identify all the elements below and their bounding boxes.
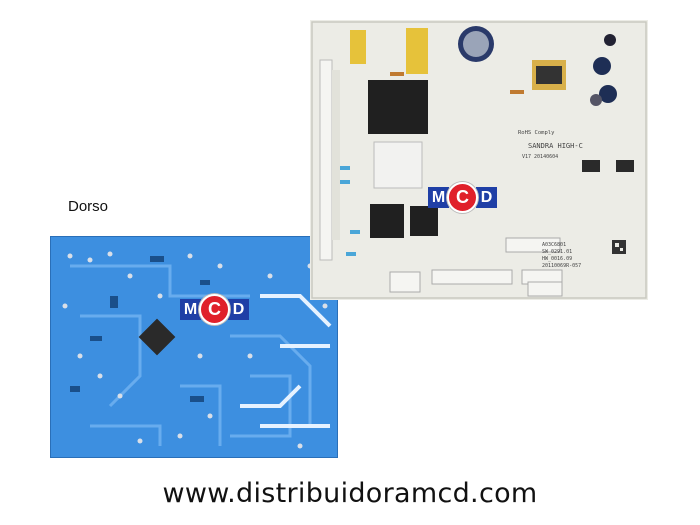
front-board-brand: SANDRA HIGH-C	[528, 142, 583, 150]
logo-letter-d: D	[228, 299, 249, 320]
mcd-logo-front: M C D	[428, 182, 497, 213]
logo-letter-m: M	[180, 299, 201, 320]
back-board-photo	[50, 236, 338, 458]
logo-letter-c: C	[447, 182, 478, 213]
logo-letter-c: C	[199, 294, 230, 325]
logo-letter-m: M	[428, 187, 449, 208]
front-board-photo: SANDRA HIGH-C RoHS Comply V17 20140604 A…	[310, 20, 648, 300]
dorso-label: Dorso	[68, 198, 109, 215]
front-board-serial-4: 20110069R-057	[542, 263, 581, 269]
front-board-serial-3: HW_0016.09	[542, 256, 572, 262]
front-board-serial-2: SW_0291.01	[542, 249, 572, 255]
front-board-serial-1: A03C6801	[542, 242, 566, 248]
front-board-rohs: RoHS Comply	[518, 130, 555, 136]
front-board-date-code: V17 20140604	[522, 154, 558, 160]
logo-letter-d: D	[476, 187, 497, 208]
mcd-logo-back: M C D	[180, 294, 249, 325]
website-url: www.distribuidoramcd.com	[162, 478, 538, 509]
